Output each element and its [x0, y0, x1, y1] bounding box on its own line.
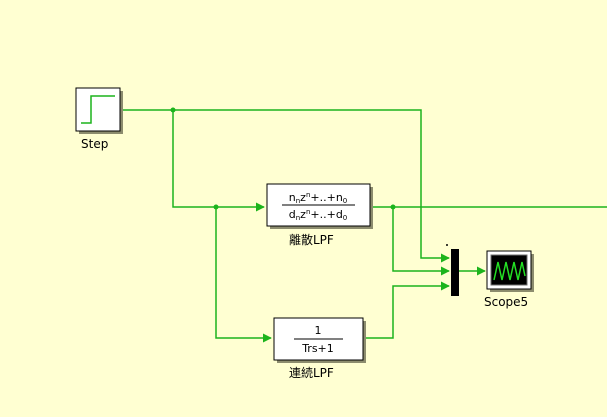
wire-discrete-to-mux-2[interactable] [392, 207, 450, 276]
scope-trace [493, 261, 526, 281]
step-label: Step [81, 137, 109, 151]
continuous-lpf-label: 連続LPF [289, 366, 334, 380]
wire-step-to-mux-1[interactable] [173, 109, 450, 263]
wire-continuous-to-mux-3[interactable] [363, 281, 450, 339]
discrete-lpf-label: 離散LPF [289, 233, 334, 247]
continuous-lpf-block[interactable]: 1 Trs+1 [273, 317, 366, 363]
mux-bar-icon [451, 249, 459, 296]
mux-block[interactable] [446, 244, 459, 296]
branch-point [170, 107, 176, 113]
step-function-icon [81, 95, 115, 124]
wire-step-to-lpf-branch[interactable] [172, 110, 216, 208]
signal-wires [121, 109, 607, 343]
continuous-lpf-denominator: Trs+1 [301, 342, 334, 355]
scope-block[interactable] [486, 250, 534, 292]
oscilloscope-icon [490, 254, 528, 286]
discrete-lpf-denominator: dnzn+..+d0 [289, 208, 348, 222]
branch-points [170, 107, 396, 210]
wire-to-continuous-lpf[interactable] [215, 207, 272, 343]
step-block[interactable] [75, 87, 123, 134]
discrete-lpf-block[interactable]: nnzn+..+n0 dnzn+..+d0 [266, 183, 373, 229]
mux-port-dot [446, 244, 448, 246]
branch-point [213, 204, 219, 210]
discrete-lpf-numerator: nnzn+..+n0 [289, 191, 348, 205]
scope-label: Scope5 [484, 295, 529, 309]
branch-point [390, 204, 396, 210]
continuous-lpf-numerator: 1 [315, 324, 322, 337]
